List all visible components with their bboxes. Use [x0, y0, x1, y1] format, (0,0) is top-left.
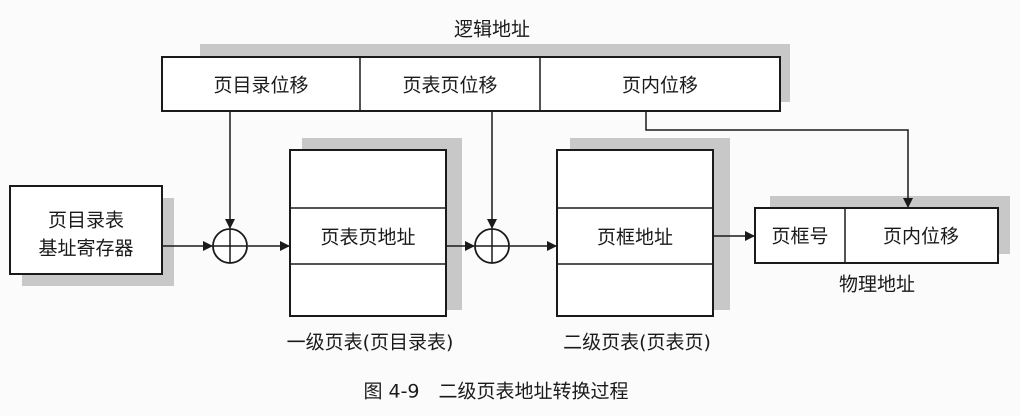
logical-address-bar: 页目录位移 页表页位移 页内位移: [161, 56, 781, 112]
page-directory-base-register: 页目录表 基址寄存器: [9, 185, 163, 275]
adder-1: [212, 228, 248, 264]
level1-page-table: 页表页地址: [289, 149, 447, 317]
page-table-offset-field: 页表页位移: [402, 75, 497, 97]
physical-address-caption: 物理地址: [839, 274, 915, 296]
arrow-page-offset-to-physical: [645, 111, 913, 208]
level2-page-table: 页框地址: [556, 149, 714, 317]
figure-caption: 图 4-9 二级页表地址转换过程: [363, 381, 628, 403]
logical-address-title: 逻辑地址: [454, 19, 530, 41]
physical-address-bar: 页框号 页内位移: [754, 207, 999, 264]
level2-entry-page-frame-address: 页框地址: [597, 227, 673, 249]
level2-table-caption: 二级页表(页表页): [563, 332, 711, 354]
base-register-label-line1: 页目录表: [48, 210, 124, 232]
level1-entry-page-table-address: 页表页地址: [320, 227, 415, 249]
level1-table-caption: 一级页表(页目录表): [287, 332, 454, 354]
page-offset-field: 页内位移: [622, 75, 698, 97]
base-register-label-line2: 基址寄存器: [38, 238, 133, 260]
page-frame-number-field: 页框号: [771, 226, 828, 248]
page-directory-offset-field: 页目录位移: [213, 75, 308, 97]
physical-page-offset-field: 页内位移: [883, 226, 959, 248]
adder-2: [474, 228, 510, 264]
